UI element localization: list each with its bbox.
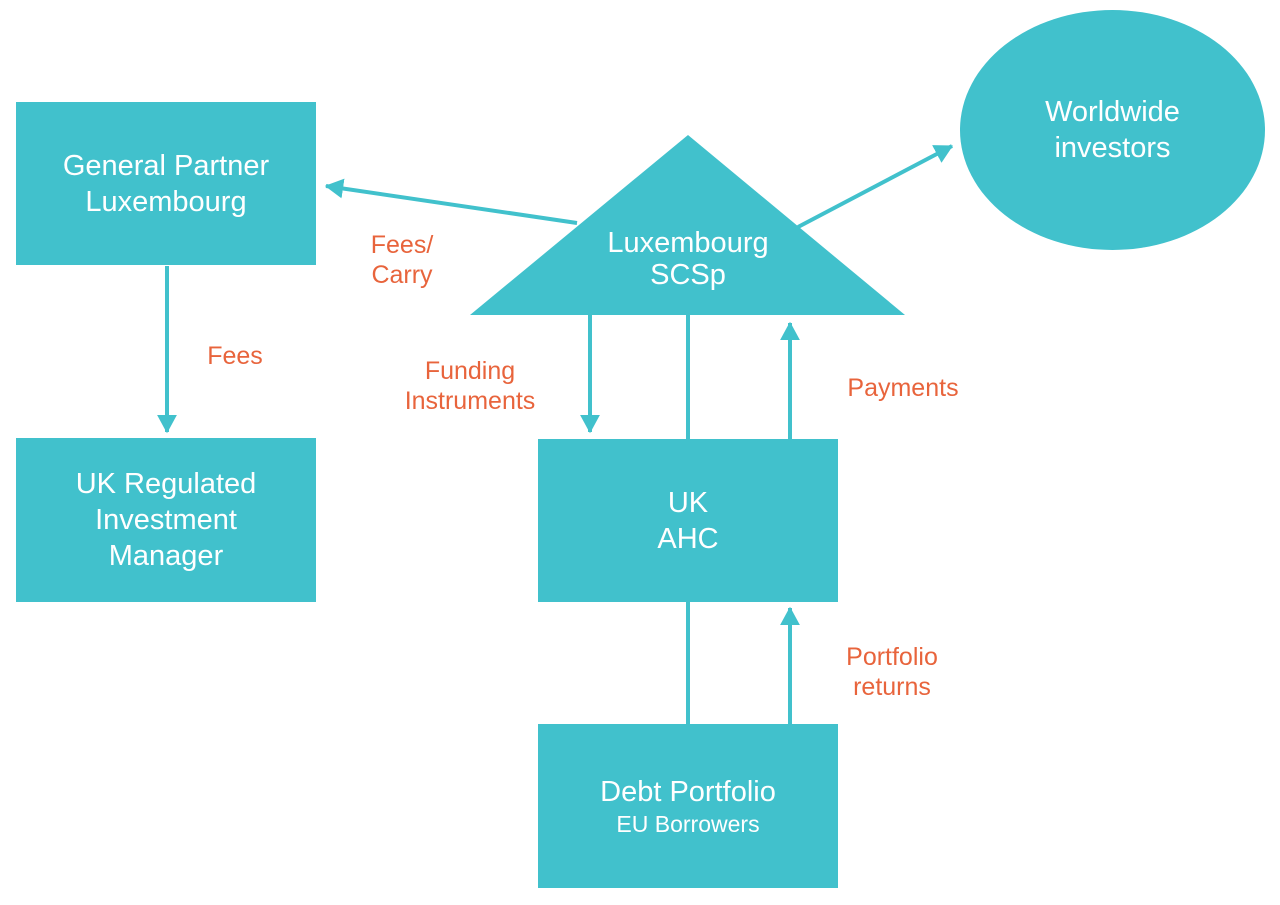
edge-label-fees: Fees <box>207 342 263 370</box>
node-luxembourg-scsp-triangle <box>470 135 905 315</box>
edge-fees-carry-arrow <box>324 178 578 225</box>
node-debt-portfolio: Debt Portfolio EU Borrowers <box>538 724 838 888</box>
node-uk-regulated-investment-manager: UK Regulated Investment Manager <box>16 438 316 602</box>
node-debt-portfolio-title: Debt Portfolio <box>600 776 776 808</box>
node-worldwide-investors-label: Worldwide investors <box>1045 96 1180 164</box>
node-general-partner: General Partner Luxembourg <box>16 102 316 265</box>
edge-label-fees-carry: Fees/ Carry <box>370 231 434 289</box>
node-debt-portfolio-subtitle: EU Borrowers <box>616 811 760 837</box>
node-worldwide-investors: Worldwide investors <box>960 10 1265 250</box>
edge-label-funding-instruments: Funding Instruments <box>404 357 536 415</box>
node-luxembourg-scsp-label: Luxembourg SCSp <box>607 227 769 291</box>
edge-label-portfolio-returns: Portfolio returns <box>846 643 938 701</box>
edge-to-investors-arrow <box>797 144 954 229</box>
node-uk-ahc: UK AHC <box>538 439 838 602</box>
edge-label-payments: Payments <box>847 374 959 402</box>
node-general-partner-label: General Partner Luxembourg <box>62 149 270 218</box>
node-uk-regulated-investment-manager-label: UK Regulated Investment Manager <box>75 468 257 572</box>
node-uk-ahc-label: UK AHC <box>657 486 719 555</box>
